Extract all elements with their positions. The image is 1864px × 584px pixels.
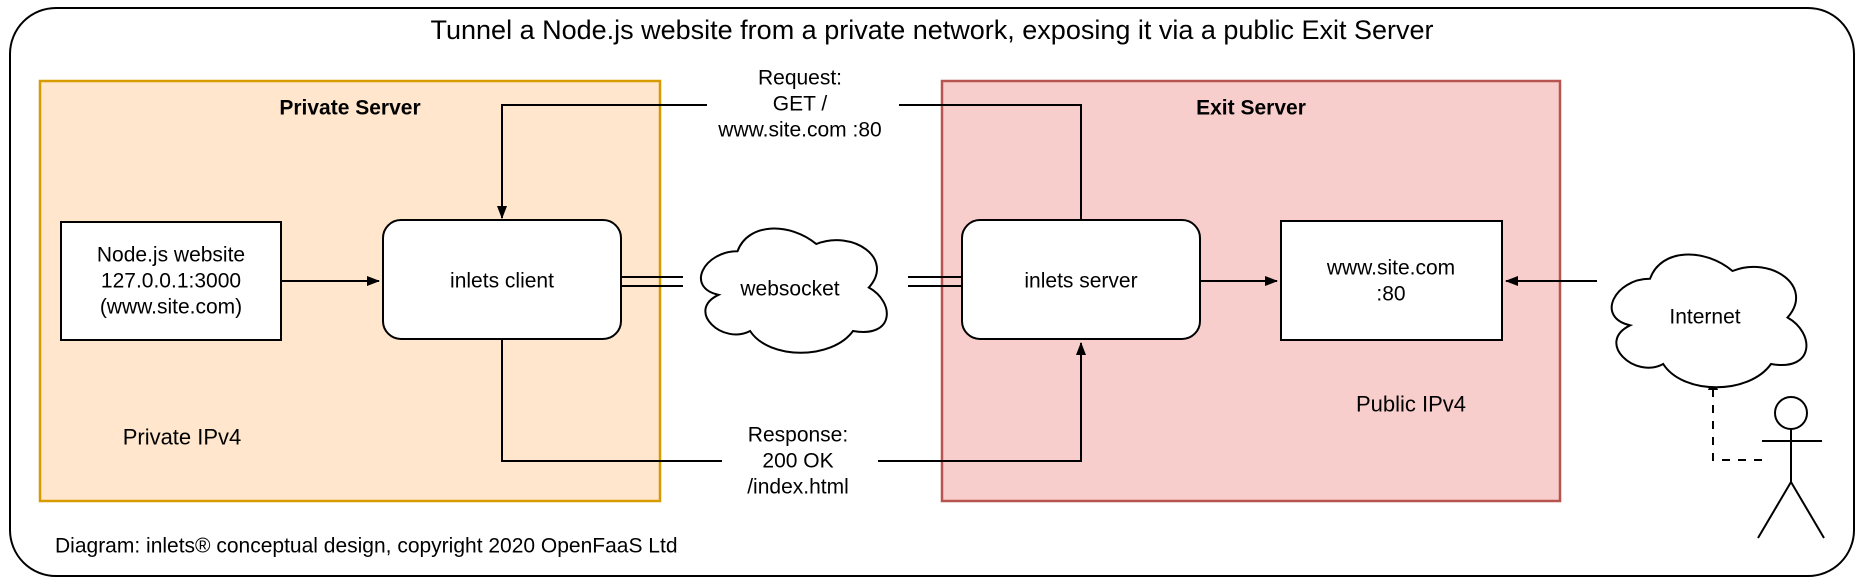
response-label: Response: 200 OK /index.html (747, 424, 849, 499)
websocket-server-link (908, 276, 962, 287)
response-line-left (501, 339, 722, 462)
private-ipv4-label: Private IPv4 (123, 425, 242, 450)
diagram-title: Tunnel a Node.js website from a private … (431, 15, 1434, 45)
diagram-footer: Diagram: inlets® conceptual design, copy… (55, 535, 678, 558)
nodejs-website-line3: (www.site.com) (100, 296, 242, 319)
request-line-left (497, 104, 707, 219)
nodejs-website-box (60, 221, 282, 341)
public-site-node: www.site.com :80 (1280, 220, 1503, 341)
user-to-internet-arrow (1708, 377, 1762, 461)
internet-cloud: Internet (1610, 253, 1808, 389)
response-label-line1: Response: (748, 424, 848, 447)
request-label: Request: GET / www.site.com :80 (717, 67, 881, 142)
response-label-line3: /index.html (747, 476, 849, 499)
client-websocket-link (621, 276, 683, 287)
request-label-line2: GET / (773, 93, 828, 116)
user-figure (1757, 396, 1825, 539)
request-label-line3: www.site.com :80 (717, 119, 881, 142)
public-site-line1: www.site.com (1326, 257, 1455, 280)
exit-server-title: Exit Server (1196, 97, 1306, 120)
inlets-server-node: inlets server (961, 219, 1201, 340)
websocket-cloud-shape (699, 227, 888, 354)
nodejs-website-node: Node.js website 127.0.0.1:3000 (www.site… (60, 221, 282, 341)
websocket-cloud: websocket (699, 227, 888, 354)
request-line-right (899, 104, 1082, 220)
inlets-client-box (382, 219, 622, 340)
internet-cloud-shape (1610, 253, 1808, 389)
response-label-line2: 200 OK (762, 450, 833, 473)
private-server-title: Private Server (279, 97, 420, 120)
websocket-label: websocket (739, 278, 839, 301)
inlets-client-label: inlets client (450, 270, 554, 293)
internet-label: Internet (1669, 306, 1740, 329)
public-ipv4-label: Public IPv4 (1356, 392, 1466, 417)
inlets-server-box (961, 219, 1201, 340)
connectors (281, 104, 1762, 462)
inlets-client-node: inlets client (382, 219, 622, 340)
public-site-box (1280, 220, 1503, 341)
user-legs (1757, 481, 1825, 539)
nodejs-website-line1: Node.js website (97, 244, 245, 267)
public-site-line2: :80 (1376, 283, 1405, 306)
response-line-right (878, 342, 1086, 462)
request-label-line1: Request: (758, 67, 842, 90)
nodejs-website-line2: 127.0.0.1:3000 (101, 270, 241, 293)
inlets-server-label: inlets server (1024, 270, 1137, 293)
